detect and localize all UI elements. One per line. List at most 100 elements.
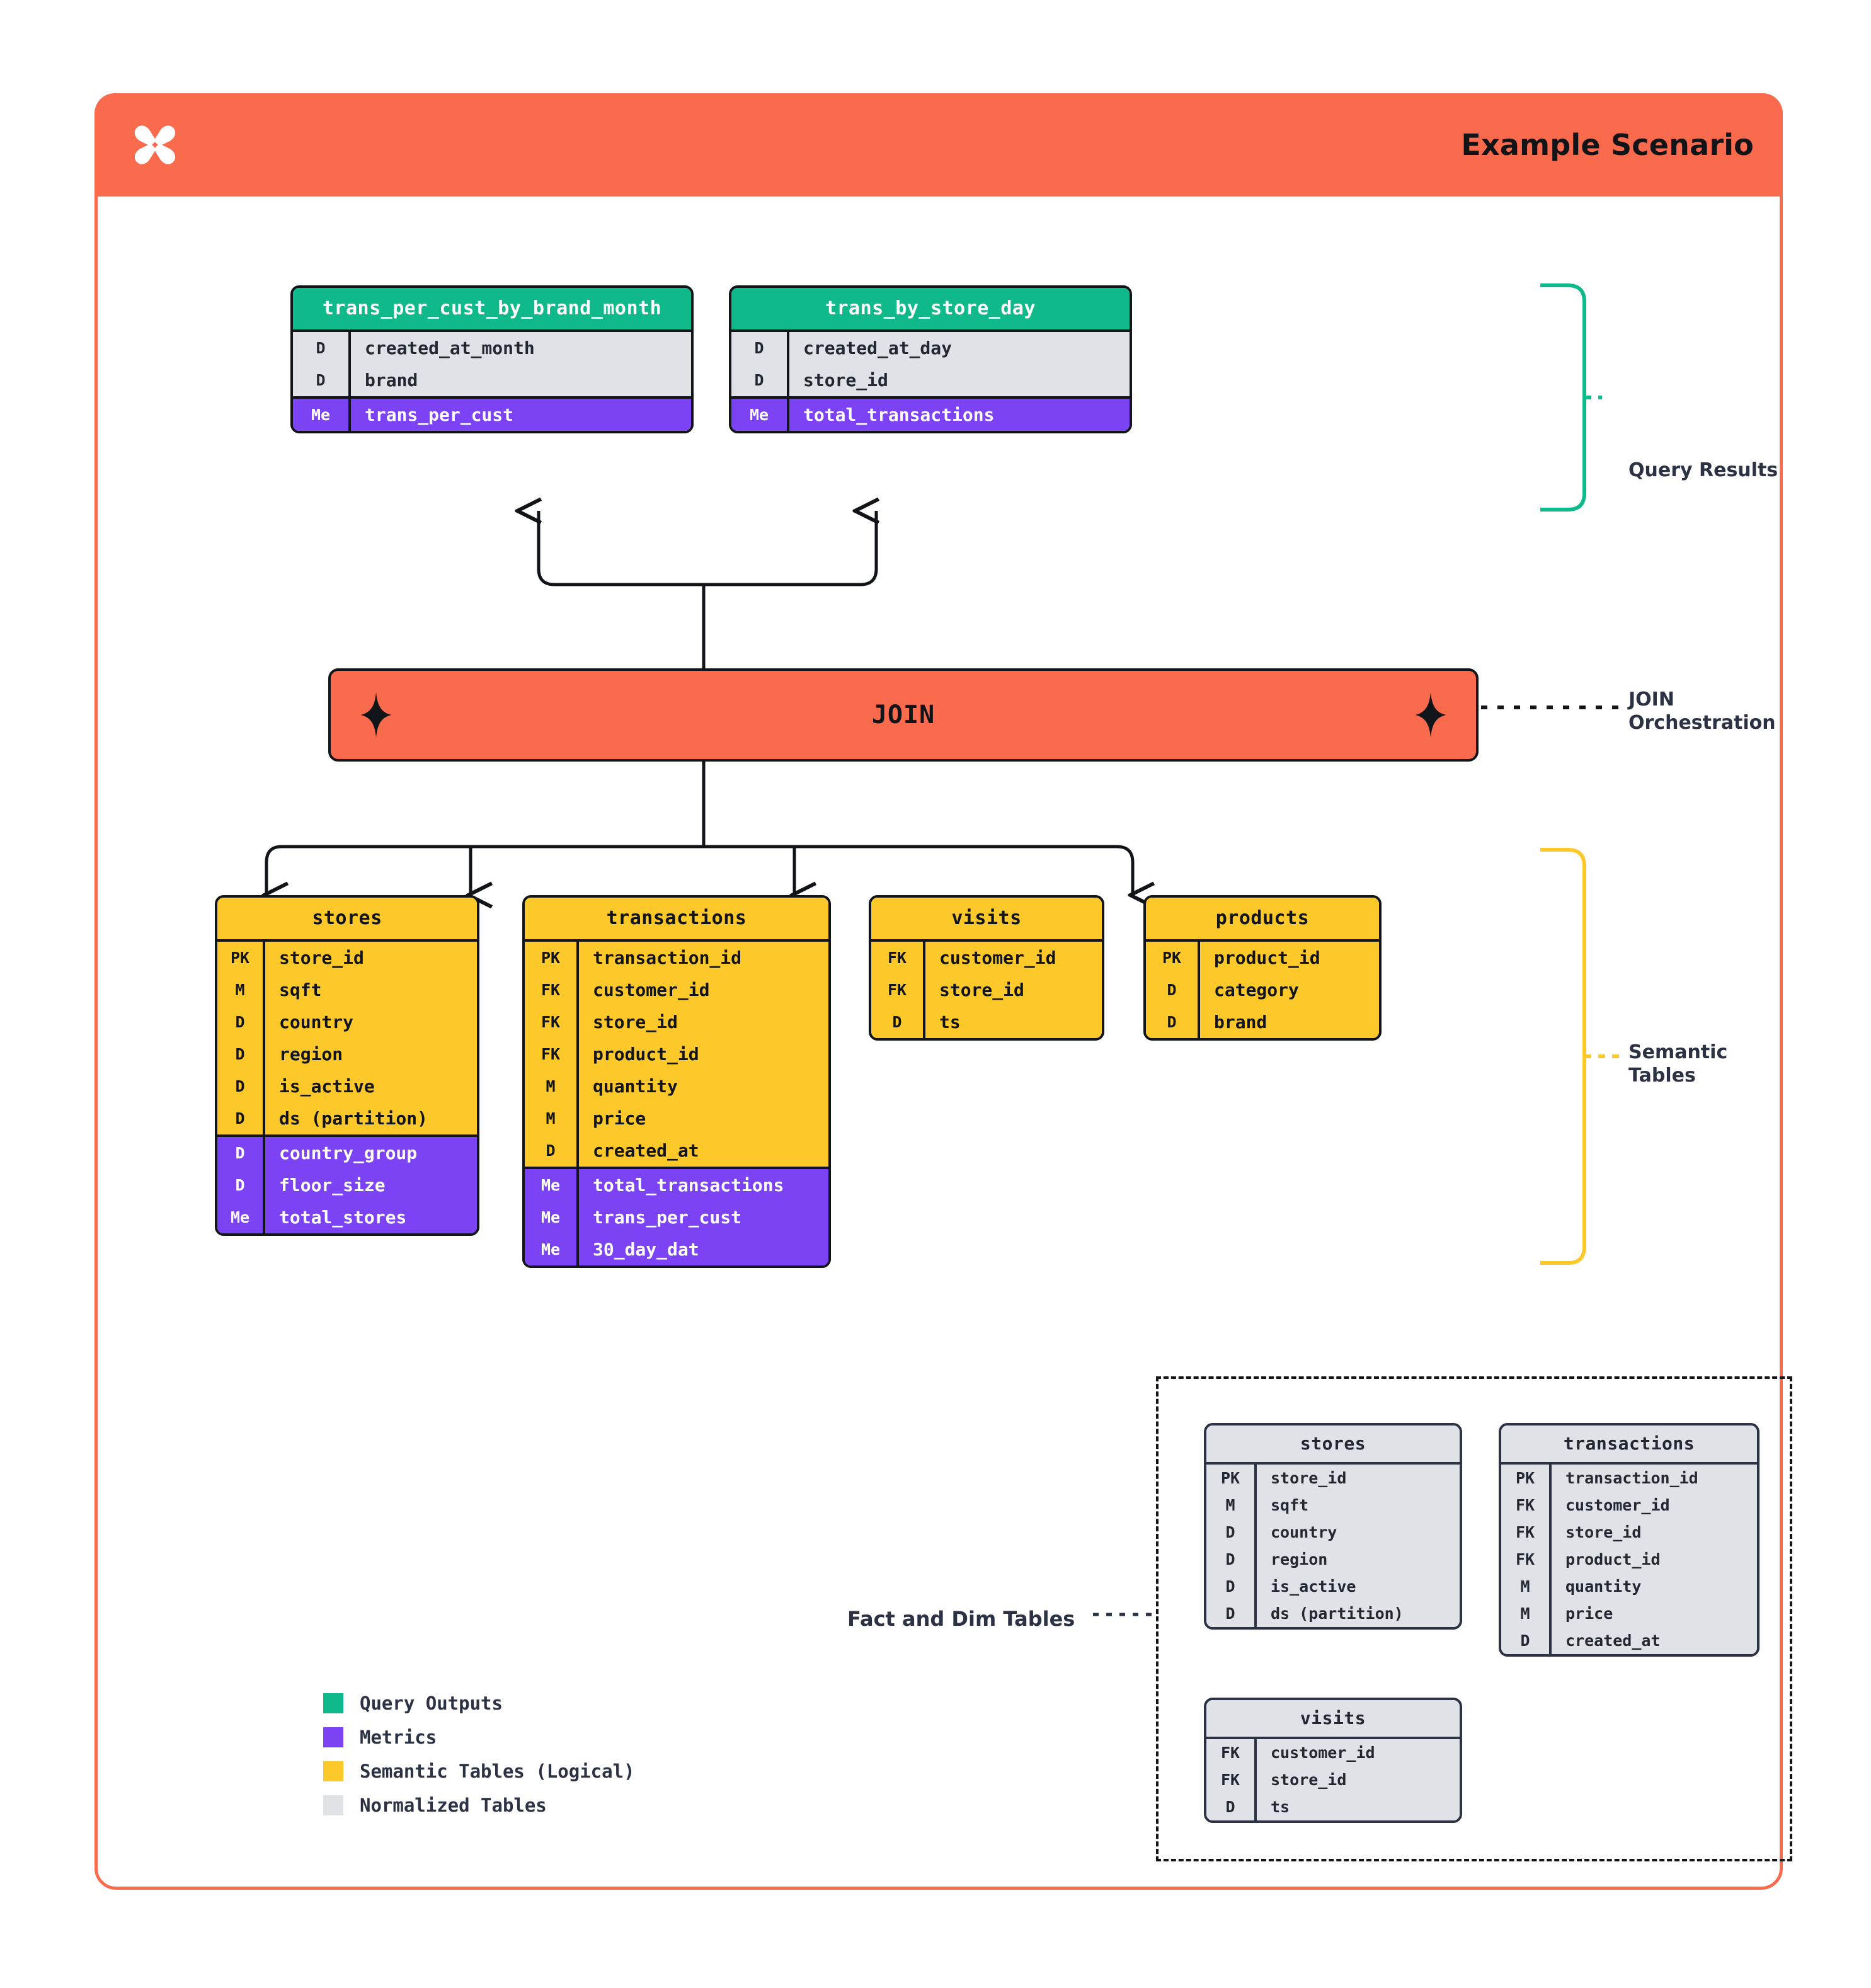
row-key: PK [525,942,579,974]
row-field: price [579,1102,828,1134]
row-field: customer_id [579,974,828,1006]
row-field: created_at_day [789,332,1130,364]
row-key: D [525,1134,579,1167]
row-field: brand [351,364,691,396]
row-field: trans_per_cust [579,1201,828,1233]
row-key: D [217,1169,265,1201]
row-field: product_id [579,1038,828,1070]
row-field: country_group [265,1137,477,1169]
legend-item-normalized-tables: Normalized Tables [323,1788,635,1822]
row-key: FK [871,974,925,1006]
card-header: Example Scenario [94,93,1783,197]
row-key: D [1501,1627,1552,1654]
row-key: D [293,332,351,364]
legend-swatch-normalized-tables [323,1795,343,1815]
legend-item-query-outputs: Query Outputs [323,1686,635,1720]
row-key: D [217,1137,265,1169]
dimension-group: D created_at_month D brand [293,332,691,396]
row-field: price [1552,1600,1757,1627]
row-field: is_active [1257,1573,1460,1600]
row-field: 30_day_dat [579,1233,828,1265]
table-title: visits [871,898,1102,942]
row-key: FK [871,942,925,974]
row-key: M [217,974,265,1006]
table-title: stores [217,898,477,942]
row-key: D [871,1006,925,1038]
row-field: store_id [1257,1465,1460,1492]
annotation-fact-and-dim: Fact and Dim Tables [847,1607,1075,1631]
query-result-table-trans-by-store-day[interactable]: trans_by_store_day D created_at_day D st… [729,285,1132,433]
row-key: Me [525,1233,579,1265]
row-key: D [1206,1519,1257,1546]
row-key: Me [525,1169,579,1201]
scenario-card: Example Scenario [94,93,1792,1890]
legend-item-metrics: Metrics [323,1720,635,1754]
row-key: D [1146,974,1200,1006]
row-field: region [1257,1546,1460,1573]
row-field: total_transactions [579,1169,828,1201]
sparkle-icon [1413,692,1448,738]
row-field: store_id [265,942,477,974]
row-field: created_at [1552,1627,1757,1654]
table-title: transactions [1501,1425,1757,1465]
annotation-label-line1: Semantic [1628,1041,1728,1063]
join-orchestration-leader [1481,706,1622,709]
row-field: customer_id [1257,1739,1460,1766]
annotation-label-line2: Orchestration [1628,711,1776,734]
annotation-query-results: Query Results [1628,459,1778,483]
join-orchestration-bar[interactable]: JOIN [328,668,1479,762]
row-field: ds (partition) [265,1102,477,1134]
table-title: stores [1206,1425,1460,1465]
row-key: FK [1501,1546,1552,1573]
annotation-semantic-tables: Semantic Tables [1628,1041,1727,1087]
row-field: sqft [265,974,477,1006]
row-key: M [1501,1573,1552,1600]
legend-label: Normalized Tables [360,1795,547,1816]
row-key: PK [1501,1465,1552,1492]
row-field: quantity [1552,1573,1757,1600]
query-result-table-trans-per-cust-by-brand-month[interactable]: trans_per_cust_by_brand_month D created_… [290,285,694,433]
row-field: created_at [579,1134,828,1167]
sparkle-icon [358,692,394,738]
legend-swatch-semantic-tables [323,1761,343,1781]
row-field: floor_size [265,1169,477,1201]
row-field: store_id [1552,1519,1757,1546]
